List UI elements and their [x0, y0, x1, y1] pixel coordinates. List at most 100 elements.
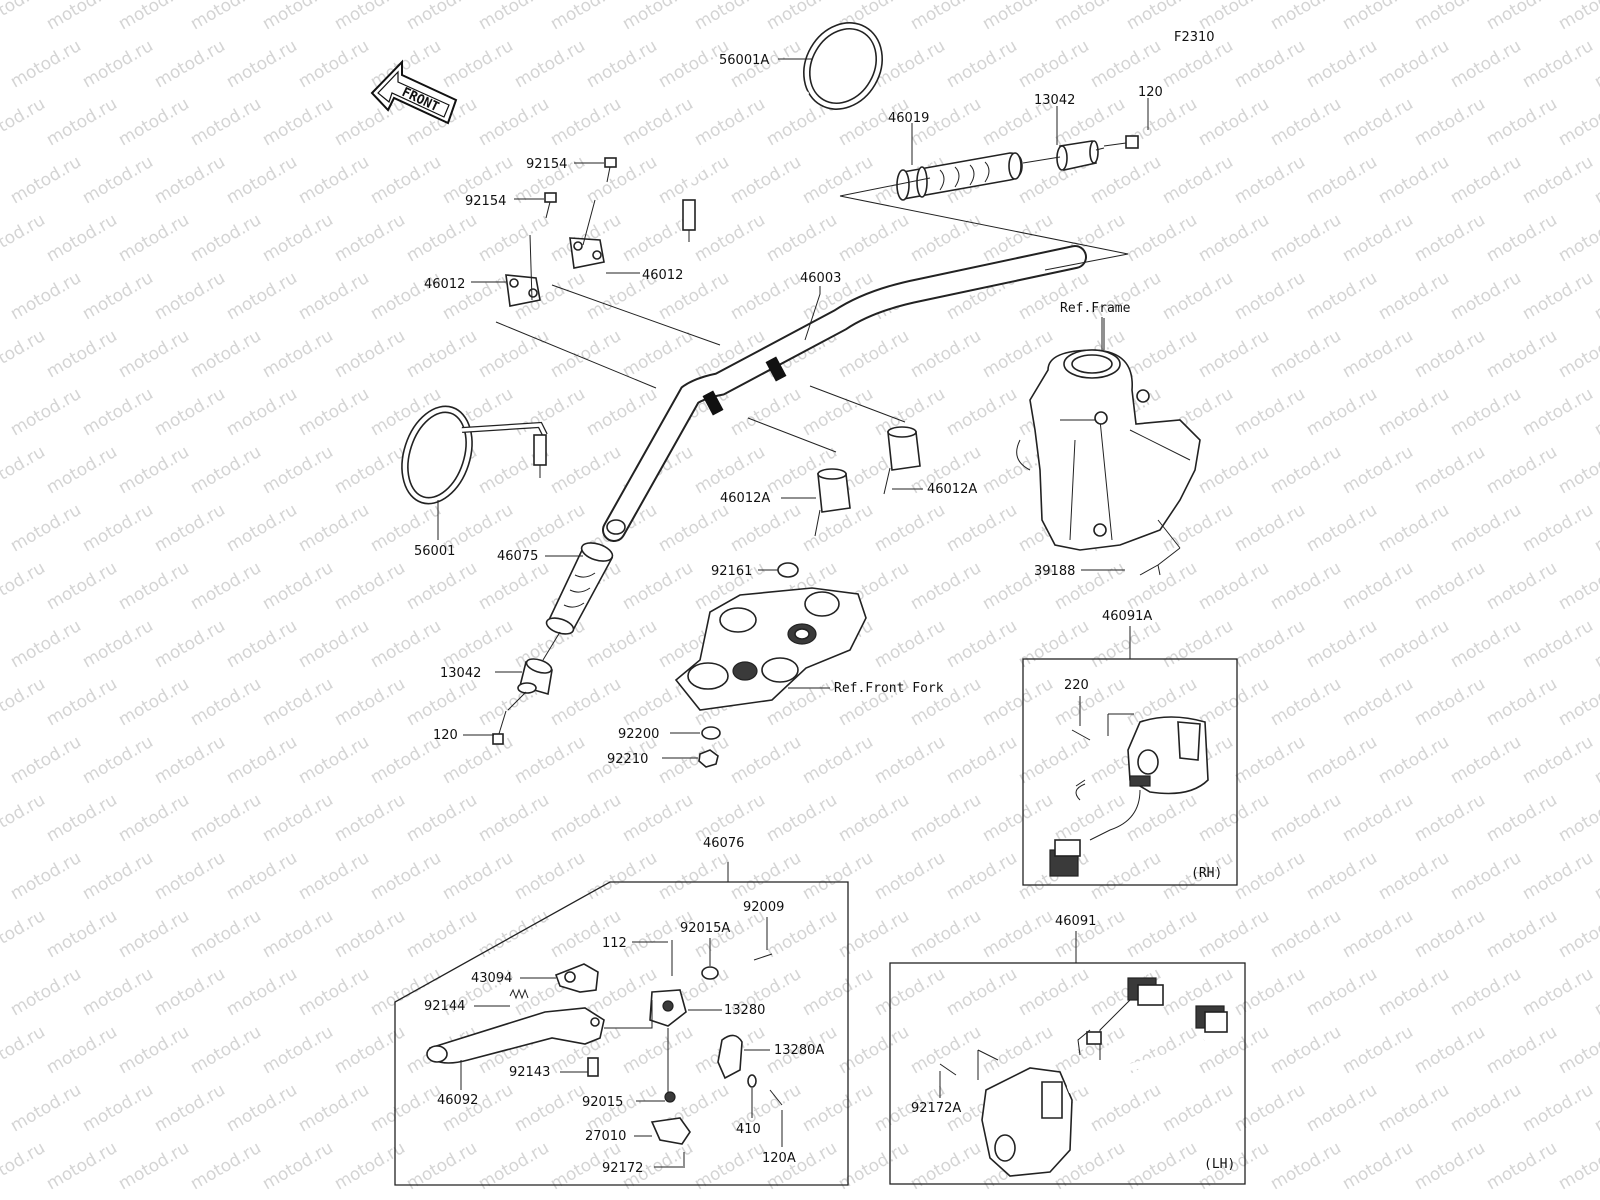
screw-120-bottom — [492, 710, 507, 745]
watermark-text: motod.ru — [1411, 906, 1489, 962]
label-120-top: 120 — [1138, 85, 1163, 100]
watermark-text: motod.ru — [547, 442, 625, 498]
watermark-text: motod.ru — [43, 210, 121, 266]
watermark-text: motod.ru — [1231, 36, 1309, 92]
watermark-text: motod.ru — [907, 326, 985, 382]
label-92015: 92015 — [582, 1095, 623, 1110]
watermark-text: motod.ru — [1015, 964, 1093, 1020]
watermark-text: motod.ru — [151, 1080, 229, 1136]
watermark-text: motod.ru — [1303, 384, 1381, 440]
watermark-text: motod.ru — [7, 36, 85, 92]
watermark-text: motod.ru — [7, 152, 85, 208]
watermark-text: motod.ru — [655, 732, 733, 788]
watermark-text: motod.ru — [1231, 732, 1309, 788]
watermark-text: motod.ru — [1555, 0, 1600, 34]
watermark-text: motod.ru — [331, 906, 409, 962]
switch-27010 — [650, 1117, 691, 1145]
watermark-text: motod.ru — [115, 1138, 193, 1194]
watermark-text: motod.ru — [331, 558, 409, 614]
watermark-text: motod.ru — [583, 616, 661, 672]
watermark-text: motod.ru — [295, 500, 373, 556]
watermark-text: motod.ru — [43, 94, 121, 150]
watermark-text: motod.ru — [295, 964, 373, 1020]
watermark-text: motod.ru — [871, 848, 949, 904]
watermark-text: motod.ru — [1555, 1022, 1600, 1078]
watermark-text: motod.ru — [223, 1080, 301, 1136]
watermark-text: motod.ru — [259, 558, 337, 614]
watermark-text: motod.ru — [0, 1138, 49, 1194]
watermark-text: motod.ru — [1555, 210, 1600, 266]
watermark-text: motod.ru — [403, 790, 481, 846]
watermark-text: motod.ru — [1519, 384, 1597, 440]
watermark-text: motod.ru — [511, 732, 589, 788]
watermark-text: motod.ru — [295, 616, 373, 672]
watermark-text: motod.ru — [1159, 152, 1237, 208]
watermark-text: motod.ru — [1303, 616, 1381, 672]
watermark-text: motod.ru — [943, 848, 1021, 904]
watermark-text: motod.ru — [43, 1022, 121, 1078]
watermark-text: motod.ru — [1303, 1080, 1381, 1136]
watermark-text: motod.ru — [1591, 268, 1600, 324]
watermark-text: motod.ru — [1591, 848, 1600, 904]
label-92143: 92143 — [509, 1065, 550, 1080]
label-13042-top: 13042 — [1034, 93, 1075, 108]
watermark-text: motod.ru — [403, 558, 481, 614]
mirror-right — [682, 22, 883, 242]
watermark-text: motod.ru — [259, 674, 337, 730]
watermark-text: motod.ru — [475, 210, 553, 266]
watermark-text: motod.ru — [511, 1080, 589, 1136]
watermark-text: motod.ru — [943, 500, 1021, 556]
watermark-text: motod.ru — [727, 500, 805, 556]
grip-left — [545, 542, 614, 635]
watermark-text: motod.ru — [1375, 848, 1453, 904]
watermark-text: motod.ru — [79, 732, 157, 788]
watermark-text: motod.ru — [1267, 94, 1345, 150]
label-39188: 39188 — [1034, 564, 1075, 579]
bolt-92154-b — [544, 192, 557, 219]
watermark-text: motod.ru — [1591, 152, 1600, 208]
watermark-text: motod.ru — [1555, 558, 1600, 614]
watermark-text: motod.ru — [691, 210, 769, 266]
watermark-text: motod.ru — [403, 674, 481, 730]
watermark-text: motod.ru — [1339, 1022, 1417, 1078]
watermark-text: motod.ru — [223, 500, 301, 556]
watermark-text: motod.ru — [1231, 500, 1309, 556]
watermark-text: motod.ru — [583, 36, 661, 92]
watermark-text: motod.ru — [187, 94, 265, 150]
watermark-text: motod.ru — [835, 1022, 913, 1078]
label-92144: 92144 — [424, 999, 465, 1014]
watermark-text: motod.ru — [1195, 94, 1273, 150]
watermark-text: motod.ru — [1591, 964, 1600, 1020]
watermark-text: motod.ru — [979, 0, 1057, 34]
pin-92143 — [587, 1057, 599, 1077]
watermark-text: motod.ru — [727, 268, 805, 324]
watermark-text: motod.ru — [43, 1138, 121, 1194]
watermark-text: motod.ru — [871, 500, 949, 556]
watermark-text: motod.ru — [907, 558, 985, 614]
watermark-text: motod.ru — [907, 210, 985, 266]
watermark-text: motod.ru — [79, 500, 157, 556]
watermark-text: motod.ru — [691, 94, 769, 150]
watermark-text: motod.ru — [295, 1080, 373, 1136]
watermark-text: motod.ru — [0, 210, 49, 266]
frame-head — [1016, 349, 1201, 551]
watermark-text: motod.ru — [403, 1138, 481, 1194]
watermark-text: motod.ru — [0, 442, 49, 498]
nut-92210 — [698, 749, 719, 768]
watermark-text: motod.ru — [223, 848, 301, 904]
clamp-13280A — [717, 1034, 743, 1080]
watermark-text: motod.ru — [295, 732, 373, 788]
watermark-text: motod.ru — [1555, 326, 1600, 382]
watermark-text: motod.ru — [1339, 94, 1417, 150]
watermark-text: motod.ru — [1123, 210, 1201, 266]
watermark-text: motod.ru — [295, 152, 373, 208]
watermark-text: motod.ru — [187, 558, 265, 614]
watermark-text: motod.ru — [187, 674, 265, 730]
watermark-text: motod.ru — [1375, 384, 1453, 440]
watermark-text: motod.ru — [1303, 152, 1381, 208]
watermark-text: motod.ru — [151, 848, 229, 904]
watermark-text: motod.ru — [1231, 268, 1309, 324]
watermark-text: motod.ru — [1411, 326, 1489, 382]
nut-92015 — [664, 1091, 676, 1103]
watermark-text: motod.ru — [7, 384, 85, 440]
